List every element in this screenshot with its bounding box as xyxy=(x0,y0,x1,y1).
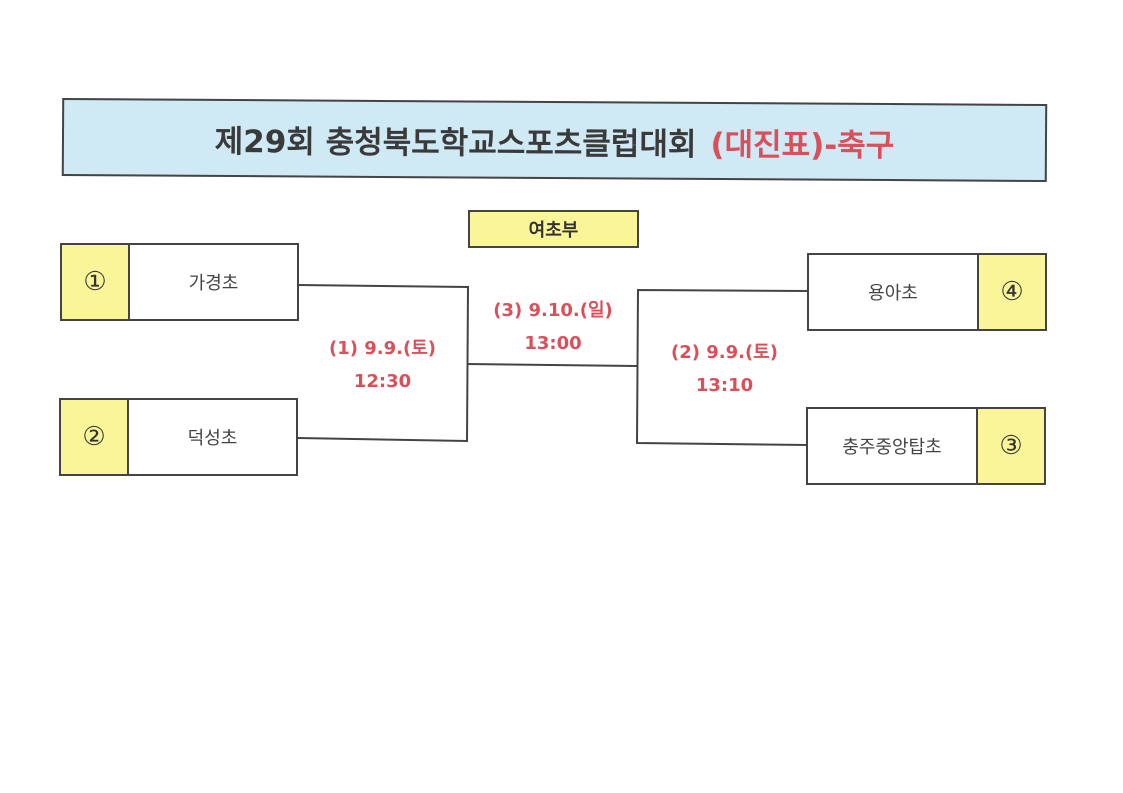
seed-badge: ② xyxy=(61,400,129,474)
seed-badge: ③ xyxy=(976,409,1044,483)
match-1-date: (1) 9.9.(토) xyxy=(329,338,436,359)
seed-badge: ④ xyxy=(977,255,1045,329)
team-name: 덕성초 xyxy=(187,428,238,449)
final-connector-line xyxy=(466,363,638,367)
team-slot-3: 충주중앙탑초 ③ xyxy=(806,407,1046,485)
team-name: 용아초 xyxy=(868,283,918,304)
team-slot-4: 용아초 ④ xyxy=(807,253,1047,331)
team-slot-1: ① 가경초 xyxy=(60,243,299,321)
team-slot-2: ② 덕성초 xyxy=(59,398,298,476)
match-2-date: (2) 9.9.(토) xyxy=(671,342,778,363)
match-3-time: 13:00 xyxy=(524,333,582,354)
division-label: 여초부 xyxy=(468,210,639,248)
title-main: 제29회 충청북도학교스포츠클럽대회 xyxy=(214,123,697,163)
match-1-time: 12:30 xyxy=(353,371,412,392)
team-name: 가경초 xyxy=(188,273,239,294)
title-banner: 제29회 충청북도학교스포츠클럽대회 (대진표)-축구 xyxy=(61,98,1048,183)
title-accent: (대진표)-축구 xyxy=(710,126,895,164)
match-2-info: (2) 9.9.(토) 13:10 xyxy=(652,336,797,402)
match-1-info: (1) 9.9.(토) 12:30 xyxy=(310,332,455,398)
match-3-date: (3) 9.10.(일) xyxy=(493,300,613,321)
match-2-time: 13:10 xyxy=(695,375,754,396)
page-title: 제29회 충청북도학교스포츠클럽대회 (대진표)-축구 xyxy=(215,115,895,164)
seed-badge: ① xyxy=(62,245,130,319)
team-name: 충주중앙탑초 xyxy=(842,437,942,458)
match-3-info: (3) 9.10.(일) 13:00 xyxy=(478,294,628,360)
